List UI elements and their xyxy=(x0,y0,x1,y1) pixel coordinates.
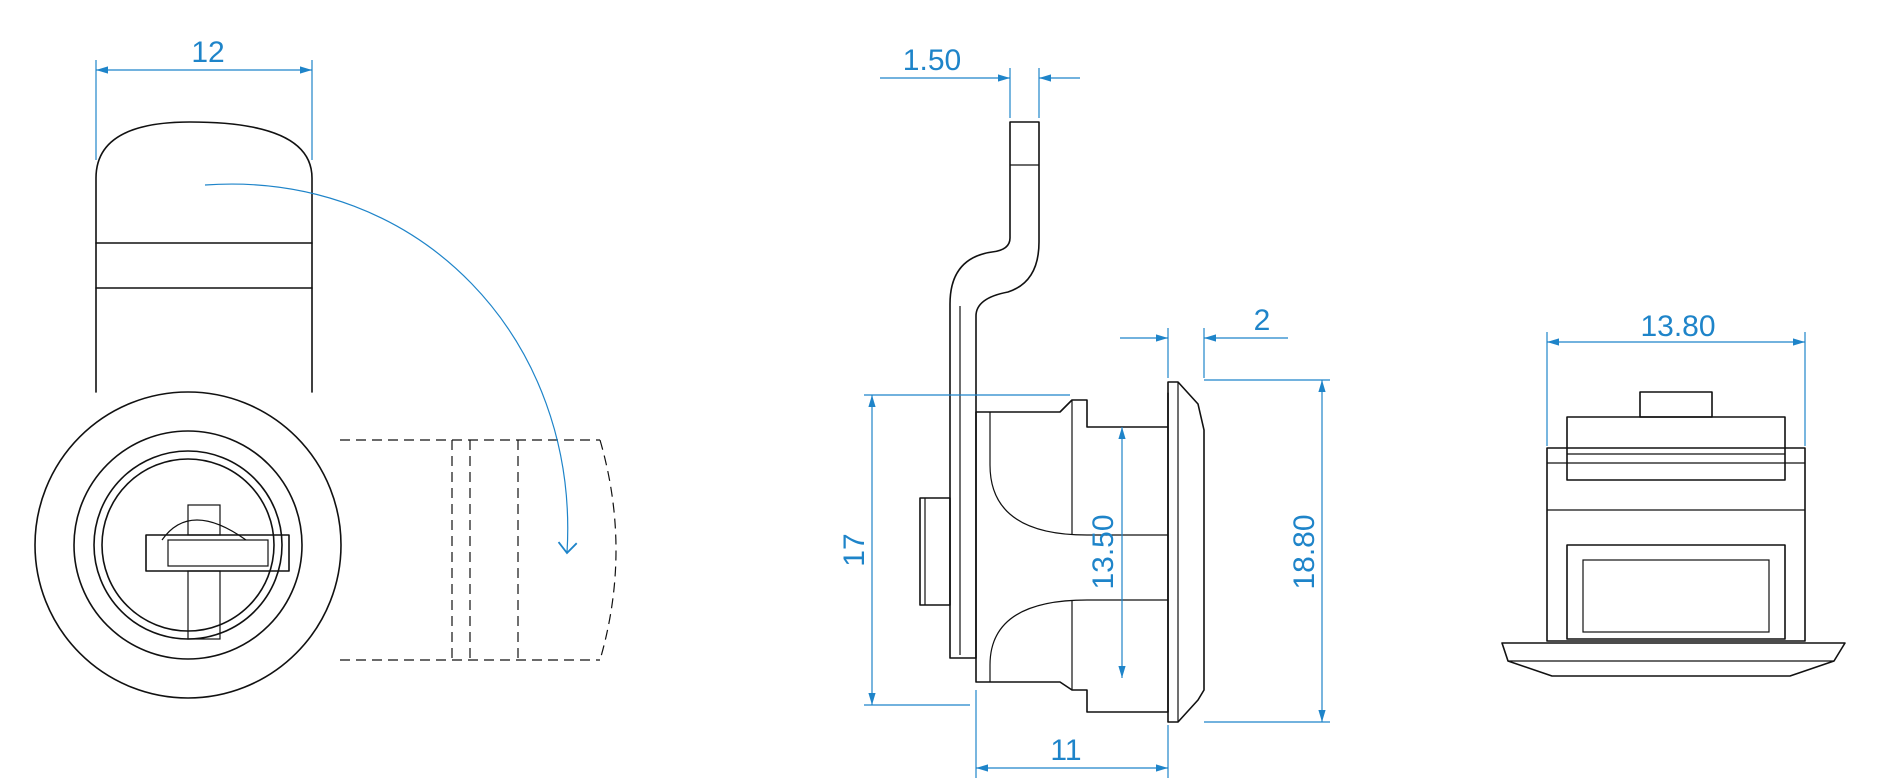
dim-label: 1.50 xyxy=(903,44,961,77)
dim-body-length: 11 xyxy=(975,690,1169,778)
cam-rotated-hidden xyxy=(340,439,617,661)
flange xyxy=(1167,381,1205,723)
dim-label: 13.50 xyxy=(1087,514,1120,589)
cam-bar xyxy=(949,121,1040,659)
dim-label: 12 xyxy=(191,36,224,69)
top-view: 13.80 xyxy=(1501,310,1846,677)
dim-flange-height: 18.80 xyxy=(1204,379,1330,723)
dim-cam-thickness: 1.50 xyxy=(880,44,1080,118)
dim-label: 13.80 xyxy=(1640,310,1715,343)
dim-flange-thickness: 2 xyxy=(1120,304,1288,378)
window-inner xyxy=(1582,559,1770,633)
dim-label: 11 xyxy=(1050,734,1081,767)
side-view: 1.50 2 17 13.50 18.80 xyxy=(838,44,1330,778)
spindle xyxy=(919,497,951,606)
body-line xyxy=(989,599,1168,682)
body-line xyxy=(989,412,1168,536)
body-top xyxy=(1546,447,1806,642)
dim-label: 17 xyxy=(838,533,871,566)
dim-label: 18.80 xyxy=(1288,514,1321,589)
window-top xyxy=(1566,544,1786,640)
cam-tab xyxy=(1639,391,1713,418)
rotation-arrow xyxy=(204,183,578,555)
dim-label: 2 xyxy=(1254,304,1271,337)
dim-top-width: 13.80 xyxy=(1546,310,1806,446)
flange-outer-circle xyxy=(34,391,342,699)
dim-body-height: 13.50 xyxy=(1087,427,1126,678)
cam-arm xyxy=(95,121,313,393)
keyway xyxy=(145,504,290,640)
flange-inner-circle xyxy=(73,430,303,660)
dim-front-width: 12 xyxy=(95,36,313,160)
dim-total-height: 17 xyxy=(838,394,1070,706)
front-view: 12 xyxy=(34,36,617,699)
flange-top xyxy=(1501,642,1846,677)
